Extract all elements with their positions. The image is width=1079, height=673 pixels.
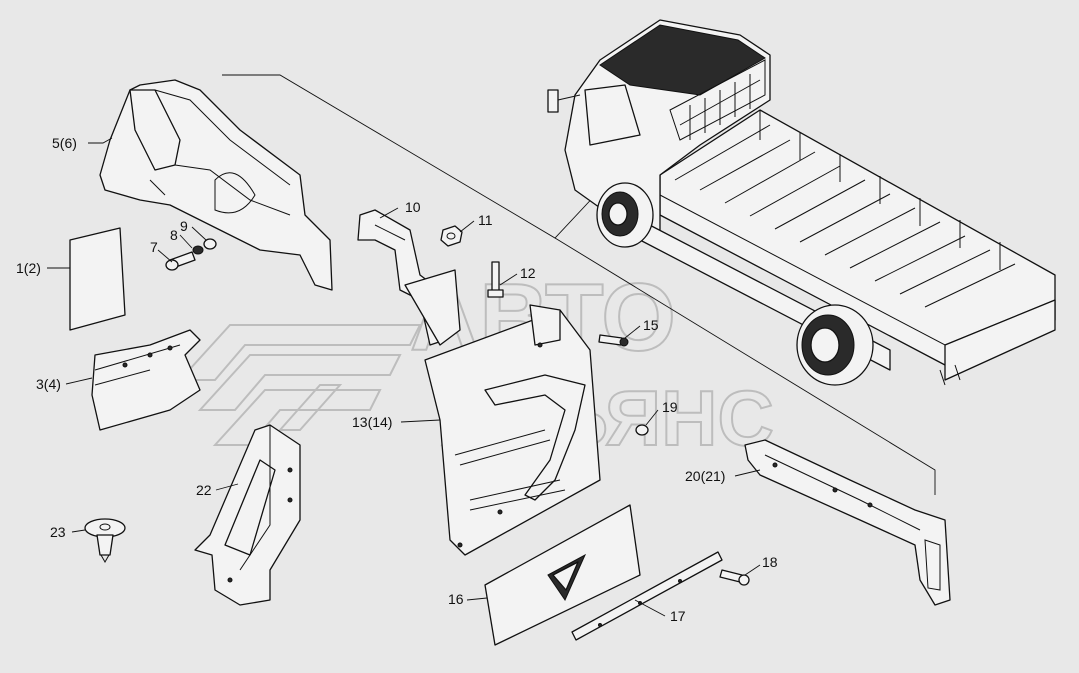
part-20-side-bracket [744,439,951,606]
part-9-nut [203,238,217,250]
guide-line-top [222,74,601,239]
label-5-6: 5(6) [52,135,77,151]
part-12-bolt [487,261,504,298]
part-8-washer [192,245,204,255]
label-23: 23 [50,524,66,540]
part-5-rear-fender [99,79,333,291]
part-18-bolt [719,569,750,586]
part-7-bolt [165,251,196,271]
callout-labels: 5(6) 1(2) 7 8 9 3(4) 10 11 12 13(14) 15 … [16,135,778,624]
label-8: 8 [170,227,178,243]
part-22-vertical-bracket [194,424,301,606]
label-7: 7 [150,239,158,255]
label-9: 9 [180,218,188,234]
label-20-21: 20(21) [685,468,725,484]
guide-line-right [554,237,936,495]
label-1-2: 1(2) [16,260,41,276]
label-3-4: 3(4) [36,376,61,392]
label-17: 17 [670,608,686,624]
truck-tailgate [944,299,1056,381]
part-23-clip [84,518,126,564]
label-15: 15 [643,317,659,333]
truck-cab-roof [599,24,766,96]
truck-windshield [584,84,641,146]
label-18: 18 [762,554,778,570]
label-10: 10 [405,199,421,215]
truck-rear-wheel [796,304,874,386]
truck-illustration [547,19,1056,386]
part-13-mudguard-panel [424,304,601,556]
truck-mirror [547,89,559,113]
part-10-support-bracket [357,209,461,346]
label-12: 12 [520,265,536,281]
part-19-nut [635,424,649,436]
part-15-screw [598,334,629,347]
part-1-mud-flap [69,227,126,331]
part-11-nut [440,225,463,247]
label-19: 19 [662,399,678,415]
part-17-strip [571,551,723,641]
part-3-bracket [91,329,201,431]
label-13-14: 13(14) [352,414,392,430]
leader-lines [47,137,761,617]
label-11: 11 [478,212,493,228]
label-16: 16 [448,591,464,607]
label-22: 22 [196,482,212,498]
truck-front-wheel [596,182,654,248]
part-16-mud-flap [484,504,641,646]
